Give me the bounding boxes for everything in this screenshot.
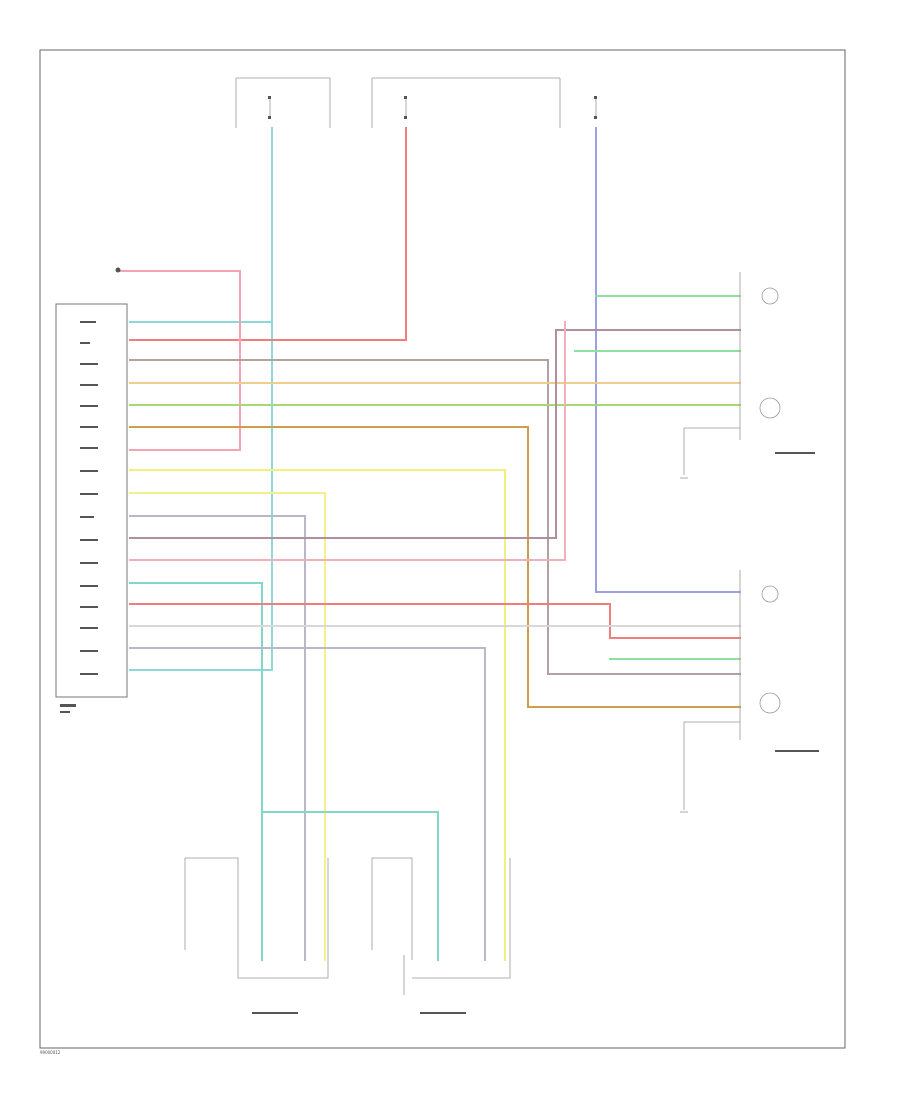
wire-brn-blu bbox=[129, 329, 741, 539]
wire-brn-wht bbox=[129, 359, 741, 675]
passenger-seat-caption bbox=[775, 750, 819, 752]
wire-yel-lt-blu bbox=[129, 469, 506, 896]
module-pin-labels bbox=[60, 321, 98, 713]
driver-seat-heater-connector bbox=[739, 272, 781, 440]
ground-right bbox=[680, 721, 740, 813]
right-heated-seat-switch bbox=[371, 857, 511, 995]
left-heated-seat-switch bbox=[184, 857, 329, 979]
module-caption bbox=[60, 704, 76, 706]
left-switch-label bbox=[252, 1012, 298, 1014]
passenger-seat-heater-connector bbox=[739, 570, 781, 740]
wire-red-pass bbox=[129, 603, 741, 639]
fuse-box-middle bbox=[371, 77, 597, 128]
driver-seat-caption bbox=[775, 452, 815, 454]
wire-dk-blu-feed bbox=[595, 127, 741, 593]
wire-lt-blu-wht-feed bbox=[129, 127, 273, 671]
wire-red-feed bbox=[129, 127, 407, 341]
wire-dk-grn bbox=[129, 426, 741, 708]
wire-grn-yel bbox=[129, 582, 263, 896]
wire-yel-red bbox=[129, 492, 326, 896]
diagram-frame bbox=[39, 49, 846, 1049]
heated-seat-module bbox=[55, 303, 128, 698]
right-switch-label bbox=[420, 1012, 466, 1014]
ground-left bbox=[680, 427, 740, 479]
splice-dot bbox=[115, 267, 121, 273]
wire-gry-red bbox=[129, 321, 566, 561]
wire-blk-yel-2 bbox=[129, 647, 486, 896]
diagram-id: 99000012 bbox=[40, 1050, 61, 1055]
wire-blk-yel bbox=[129, 515, 306, 896]
fuse-box-left bbox=[235, 77, 331, 128]
